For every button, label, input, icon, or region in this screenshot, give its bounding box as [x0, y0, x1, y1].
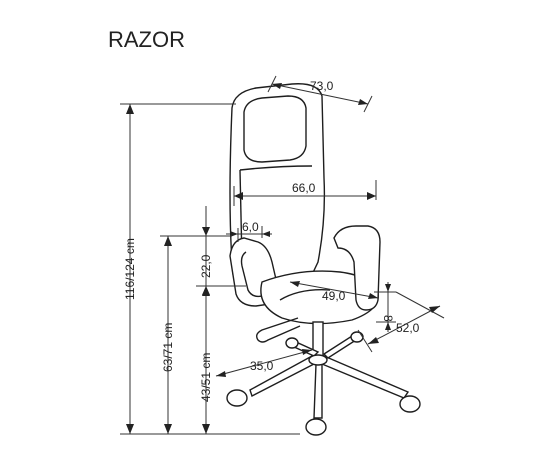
star-base: [249, 335, 410, 419]
total-width-label: 52,0: [396, 321, 420, 335]
seat-thickness-label: 8: [381, 315, 395, 322]
seat-width-label: 66,0: [292, 181, 316, 195]
armrest-height-label: 22,0: [199, 254, 213, 278]
backrest-seam: [239, 165, 313, 171]
seat-height-label: 43/51 cm: [199, 353, 213, 402]
tilt-lever: [255, 317, 301, 343]
caster-left: [226, 389, 248, 407]
total-height-label: 116/124 cm: [123, 238, 137, 300]
dimension-seat-thickness: 8: [374, 282, 396, 332]
caster-back-right: [350, 331, 364, 343]
dimension-total-width: 52,0: [357, 291, 445, 353]
dimension-total-height: 116/124 cm: [120, 103, 300, 435]
dimension-seat-height: 43/51 cm: [199, 286, 213, 434]
dimension-armrest-offset: 6,0: [226, 220, 272, 242]
dimension-seat-width: 66,0: [233, 180, 377, 206]
dimension-armrest-floor-height: 63/71 cm: [160, 235, 196, 434]
caster-right: [399, 395, 421, 413]
seat-depth-label: 49,0: [322, 289, 346, 303]
right-armrest: [333, 225, 381, 311]
chair-outline: [226, 83, 421, 436]
headrest-panel: [243, 95, 307, 163]
dimension-base-radius: 35,0: [215, 349, 313, 377]
depth-label: 73,0: [310, 79, 334, 93]
armrest-floor-height-label: 63/71 cm: [161, 323, 175, 372]
caster-back-left: [285, 337, 299, 349]
caster-front: [305, 418, 327, 436]
dimension-seat-depth: 49,0: [289, 281, 379, 303]
dimension-depth: 73,0: [267, 75, 373, 113]
caster-wheels: [226, 331, 421, 436]
base-radius-label: 35,0: [250, 359, 274, 373]
armrest-offset-label: 6,0: [242, 220, 259, 234]
product-title: RAZOR: [108, 27, 185, 52]
backrest: [229, 83, 326, 301]
seat-seam: [279, 289, 331, 301]
